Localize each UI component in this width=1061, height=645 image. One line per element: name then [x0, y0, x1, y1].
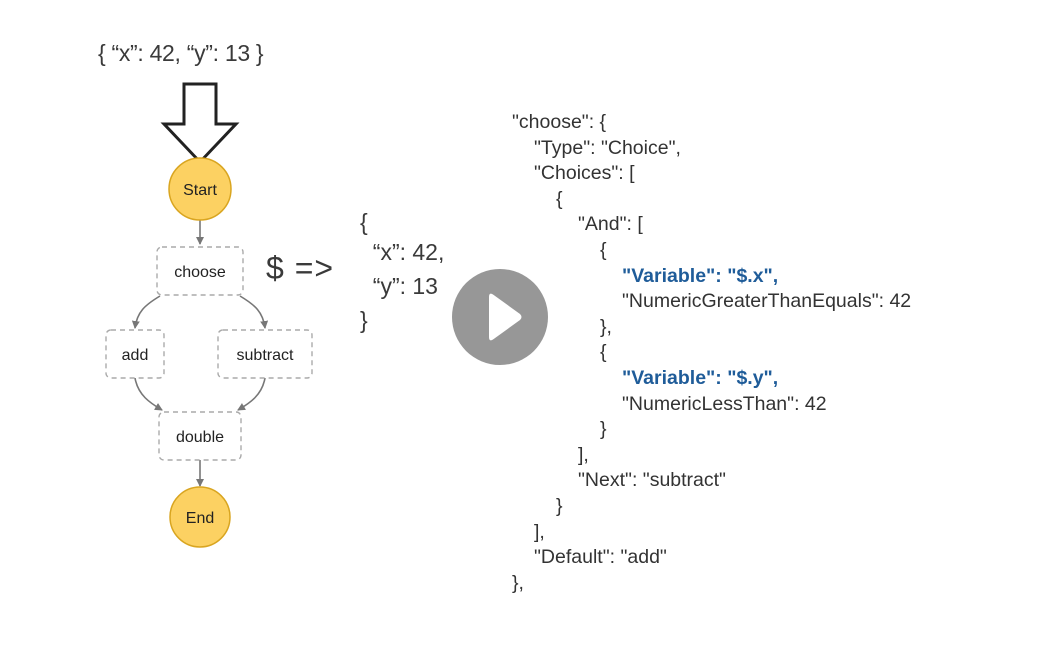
- node-double-label: double: [176, 429, 224, 446]
- node-subtract: subtract: [217, 329, 313, 379]
- node-end: End: [169, 486, 231, 548]
- node-choose-label: choose: [174, 264, 226, 281]
- edge-choose-subtract: [239, 295, 269, 329]
- node-choose: choose: [156, 246, 244, 296]
- state-json-line: }: [360, 307, 368, 333]
- state-json-line: {: [360, 209, 368, 235]
- play-icon: [489, 293, 522, 341]
- choice-state-code: "choose": { "Type": "Choice", "Choices": […: [512, 110, 911, 596]
- down-arrow-outline-icon: [160, 82, 240, 165]
- node-double: double: [158, 411, 242, 461]
- code-line: "NumericLessThan": 42: [622, 392, 827, 415]
- code-line: "And": [: [578, 213, 643, 236]
- node-subtract-label: subtract: [237, 347, 294, 364]
- code-line: {: [600, 238, 607, 261]
- node-add: add: [105, 329, 165, 379]
- play-button[interactable]: [452, 269, 548, 365]
- code-line: "choose": {: [512, 111, 607, 133]
- state-json-line: “y”: 13: [360, 273, 438, 299]
- code-line-highlighted: "Variable": "$.y",: [622, 366, 779, 389]
- code-line: },: [600, 315, 612, 338]
- code-line: }: [600, 418, 607, 441]
- code-line: ],: [534, 520, 545, 543]
- state-json-line: “x”: 42,: [360, 239, 445, 265]
- code-line: "Default": "add": [534, 546, 667, 569]
- code-line-highlighted: "Variable": "$.x",: [622, 264, 779, 287]
- state-arrow-label: $ =>: [266, 250, 335, 286]
- node-start-label: Start: [183, 182, 217, 199]
- code-line: "NumericGreaterThanEquals": 42: [622, 290, 912, 313]
- edge-add-double: [134, 377, 163, 411]
- node-add-label: add: [122, 347, 149, 364]
- code-line: "Choices": [: [534, 162, 635, 185]
- code-line: "Type": "Choice",: [534, 136, 681, 159]
- code-line: {: [600, 341, 607, 364]
- node-end-label: End: [186, 510, 214, 527]
- edge-subtract-double: [237, 377, 266, 411]
- node-start: Start: [168, 157, 232, 221]
- code-line: },: [512, 571, 524, 594]
- code-line: {: [556, 187, 563, 210]
- code-line: }: [556, 494, 563, 517]
- edge-choose-add: [131, 295, 161, 329]
- code-line: "Next": "subtract": [578, 469, 726, 492]
- input-json-label: { “x”: 42, “y”: 13 }: [98, 40, 264, 66]
- code-line: ],: [578, 443, 589, 466]
